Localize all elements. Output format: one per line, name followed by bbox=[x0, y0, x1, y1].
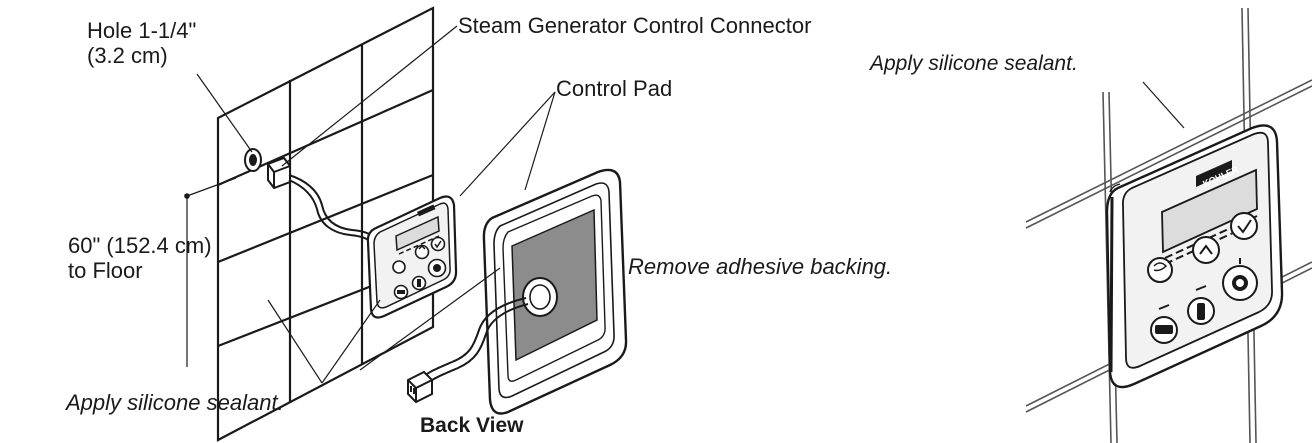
control-pad-label: Control Pad bbox=[556, 76, 673, 101]
hole-size-metric: (3.2 cm) bbox=[87, 43, 168, 69]
cable-plug bbox=[407, 370, 433, 404]
back-view-label: Back View bbox=[420, 414, 524, 437]
adhesive-backing bbox=[511, 208, 598, 362]
remove-backing-label: Remove adhesive backing. bbox=[628, 254, 893, 279]
height-marker-dot bbox=[184, 193, 190, 199]
steam-generator-connector bbox=[267, 156, 291, 190]
sealant-label-left: Apply silicone sealant. bbox=[66, 390, 284, 415]
back-cable bbox=[421, 297, 529, 384]
control-pad-front bbox=[366, 195, 458, 319]
leader-lines-left bbox=[186, 25, 556, 384]
hole-size-label: Hole 1-1/4" (3.2 cm) bbox=[87, 18, 196, 69]
up-arrow-icon bbox=[414, 244, 430, 260]
check-icon bbox=[1230, 212, 1258, 240]
connector-label: Steam Generator Control Connector bbox=[458, 13, 812, 38]
height-label: 60" (152.4 cm) to Floor bbox=[68, 233, 212, 284]
steam-icon bbox=[392, 260, 406, 274]
wall-hole bbox=[244, 148, 262, 172]
hole-size-imperial: Hole 1-1/4" bbox=[87, 18, 197, 43]
check-icon bbox=[430, 236, 446, 252]
control-pad-installed: KOHLER bbox=[1105, 124, 1284, 389]
height-value: 60" (152.4 cm) bbox=[68, 233, 212, 258]
connector-cable bbox=[288, 174, 381, 247]
leader-line-right bbox=[1142, 81, 1185, 129]
up-arrow-icon bbox=[1192, 236, 1220, 264]
sealant-label-right: Apply silicone sealant. bbox=[870, 52, 1078, 75]
height-reference: to Floor bbox=[68, 258, 143, 284]
control-pad-back bbox=[482, 168, 628, 415]
